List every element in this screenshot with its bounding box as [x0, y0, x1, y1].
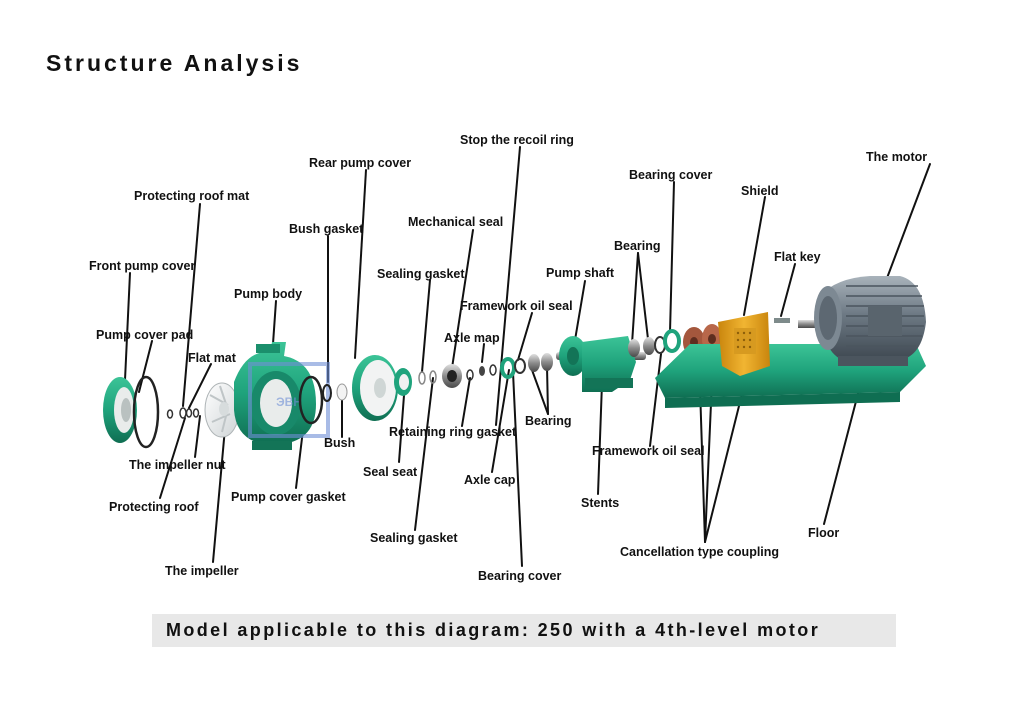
pump-cover-pad-ring: [132, 375, 160, 449]
label-the-motor: The motor: [866, 150, 927, 164]
label-mechanical-seal: Mechanical seal: [408, 215, 503, 229]
footer-note: Model applicable to this diagram: 250 wi…: [166, 620, 821, 640]
shield: [718, 312, 770, 376]
label-pump-shaft: Pump shaft: [546, 266, 615, 280]
motor: [798, 276, 926, 366]
rear-pump-cover: [352, 355, 398, 421]
bearing-right: [628, 336, 666, 357]
bush-gasket-ring: [322, 384, 332, 402]
bearing-cover-right: [663, 329, 681, 353]
label-bush: Bush: [324, 436, 355, 450]
axle-cap-rings: [500, 357, 526, 379]
page-title: Structure Analysis: [46, 50, 303, 76]
flat-key: [774, 318, 790, 323]
label-stop-recoil-ring: Stop the recoil ring: [460, 133, 574, 147]
footer-bar: [152, 614, 896, 647]
label-floor: Floor: [808, 526, 839, 540]
label-sealing-gasket-top: Sealing gasket: [377, 267, 465, 281]
label-the-impeller-nut: The impeller nut: [129, 458, 226, 472]
label-bearing-top: Bearing: [614, 239, 661, 253]
bearing-left: [528, 353, 553, 372]
label-flat-mat: Flat mat: [188, 351, 237, 365]
label-pump-cover-pad: Pump cover pad: [96, 328, 193, 342]
axle-map-parts: [466, 364, 497, 381]
seal-seat: [394, 368, 412, 396]
pump-shaft-stents: [556, 336, 646, 392]
label-bearing-cover-bottom: Bearing cover: [478, 569, 562, 583]
label-shield: Shield: [741, 184, 779, 198]
pump-body: [234, 342, 316, 450]
label-seal-seat: Seal seat: [363, 465, 418, 479]
label-bearing-mid: Bearing: [525, 414, 572, 428]
label-pump-cover-gasket: Pump cover gasket: [231, 490, 346, 504]
label-the-impeller: The impeller: [165, 564, 239, 578]
label-protecting-roof: Protecting roof: [109, 500, 199, 514]
label-sealing-gasket-bottom: Sealing gasket: [370, 531, 458, 545]
label-retaining-ring-gasket: Retaining ring gasket: [389, 425, 517, 439]
label-protecting-roof-mat: Protecting roof mat: [134, 189, 250, 203]
label-axle-cap: Axle cap: [464, 473, 516, 487]
sealing-rings-mid: [418, 370, 437, 385]
label-flat-key: Flat key: [774, 250, 821, 264]
label-rear-pump-cover: Rear pump cover: [309, 156, 411, 170]
label-stents: Stents: [581, 496, 619, 510]
label-framework-oil-seal-top: Framework oil seal: [460, 299, 573, 313]
label-bearing-cover-top: Bearing cover: [629, 168, 713, 182]
impeller: [204, 382, 240, 438]
label-pump-body: Pump body: [234, 287, 302, 301]
label-cancellation-type-coupling: Cancellation type coupling: [620, 545, 779, 559]
small-rings-left: [166, 407, 200, 419]
bush: [336, 383, 348, 401]
label-framework-oil-seal-bottom: Framework oil seal: [592, 444, 705, 458]
watermark-text: ЭВН: [276, 395, 302, 409]
mechanical-seal: [442, 364, 462, 388]
front-pump-cover: [103, 377, 137, 443]
pump-cover-gasket-ring: [298, 375, 324, 425]
label-axle-map: Axle map: [444, 331, 500, 345]
label-front-pump-cover: Front pump cover: [89, 259, 195, 273]
label-bush-gasket: Bush gasket: [289, 222, 364, 236]
part-labels: Stop the recoil ring Rear pump cover Bea…: [89, 133, 927, 583]
